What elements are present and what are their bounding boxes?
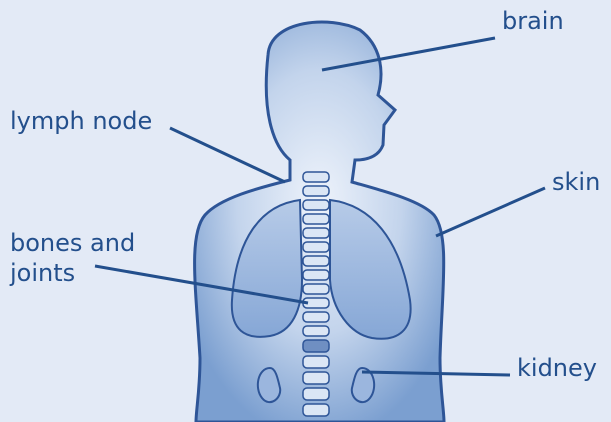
label-bones-and-joints-line2: joints <box>10 258 135 288</box>
label-bones-and-joints: bones and joints <box>10 228 135 288</box>
label-brain: brain <box>502 6 564 36</box>
leader-line-skin <box>436 188 545 236</box>
spine <box>303 172 329 416</box>
label-lymph-node: lymph node <box>10 106 152 136</box>
label-bones-and-joints-line1: bones and <box>10 228 135 258</box>
label-kidney: kidney <box>517 353 597 383</box>
leader-line-lymph-node <box>170 128 285 182</box>
label-skin: skin <box>552 167 600 197</box>
